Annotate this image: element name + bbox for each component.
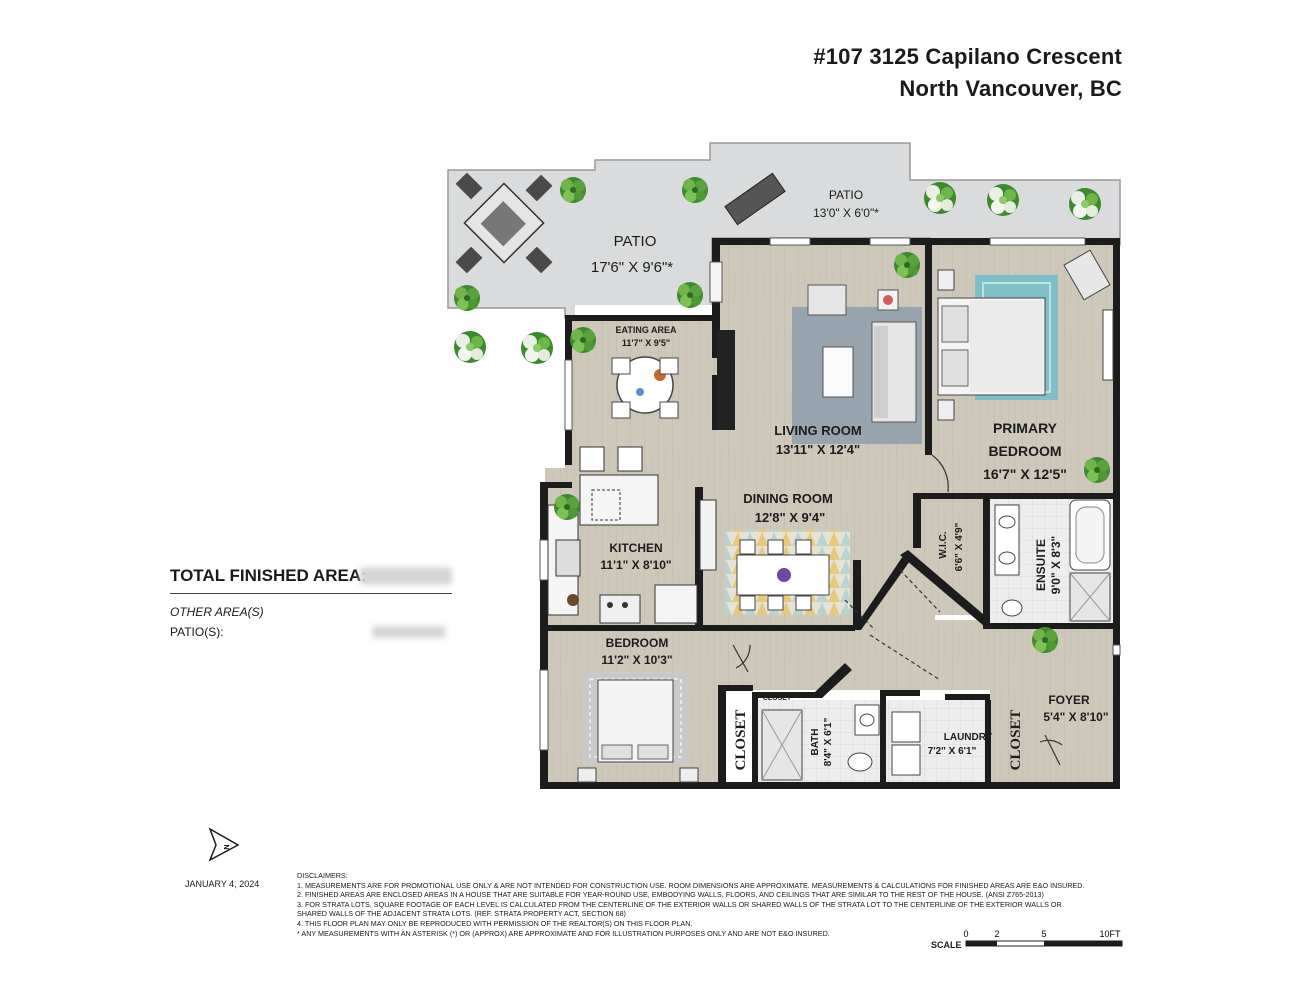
closet-foyer-label: CLOSET [1008,710,1024,771]
dining-table [736,539,830,611]
closet-small-label: CLOSET [763,695,792,702]
wic-label: W.I.C. [938,531,949,558]
scale-bar: 0 2 5 10FT [963,929,1123,947]
address-line-1: #107 3125 Capilano Crescent [813,44,1122,69]
scale-tick-5: 5 [1041,929,1046,939]
scale-tick-10: 10FT [1099,929,1121,939]
bath-dims: 8'4" X 6'1" [823,717,834,766]
scale-tick-0: 0 [963,929,968,939]
disclaimer-item: SHARED WALLS OF THE ADJACENT STRATA LOTS… [297,909,626,919]
living-room-label: LIVING ROOM [774,423,861,438]
disclaimers: DISCLAIMERS: 1. MEASUREMENTS ARE FOR PRO… [297,871,1127,938]
address-line-2: North Vancouver, BC [899,76,1122,101]
foyer-label: FOYER [1048,693,1090,707]
eating-area-dims: 11'7" X 9'5" [622,338,670,348]
kitchen-dims: 11'1" X 8'10" [600,558,671,572]
laundry-label: LAUNDRY [944,732,993,743]
eating-table [611,356,679,419]
ensuite-label: ENSUITE [1034,539,1048,591]
redacted-patio-area [372,626,446,638]
windows [539,237,1121,751]
north-label: N [222,844,229,849]
plumbing-fixtures [761,499,1111,781]
plan-date: JANUARY 4, 2024 [185,879,260,889]
eating-area-label: EATING AREA [615,325,677,335]
primary-bedroom-label-1: PRIMARY [993,420,1058,436]
redacted-total-area [360,567,452,585]
disclaimer-item: 3. FOR STRATA LOTS, SQUARE FOOTAGE OF EA… [297,899,1062,909]
door-swings [732,454,1063,766]
living-room-dims: 13'11" X 12'4" [776,442,860,457]
dining-room-label: DINING ROOM [743,491,833,506]
other-areas-label: OTHER AREA(S) [170,605,264,619]
disclaimer-item: * ANY MEASUREMENTS WITH AN ASTERISK (*) … [297,928,830,938]
patio-top-label: PATIO [829,188,863,202]
laundry-dims: 7'2" X 6'1" [928,746,977,757]
disclaimer-item: 1. MEASUREMENTS ARE FOR PROMOTIONAL USE … [297,880,1085,890]
disclaimer-item: 4. THIS FLOOR PLAN MAY ONLY BE REPRODUCE… [297,918,693,928]
area-divider [170,593,452,594]
primary-bed [937,249,1114,421]
bedroom-dims: 11'2" X 10'3" [601,653,672,667]
patio-left-label: PATIO [614,233,657,250]
ensuite-dims: 9'0" X 8'3" [1049,536,1063,594]
scale-label: SCALE [931,940,962,950]
living-furniture [709,261,917,430]
patio-top-dims: 13'0" X 6'0"* [813,206,879,220]
bedroom-label: BEDROOM [606,636,669,650]
north-arrow-icon: N [208,827,240,862]
wic-dims: 6'6" X 4'9" [954,522,965,571]
kitchen-label: KITCHEN [609,541,662,555]
scale-tick-2: 2 [994,929,999,939]
primary-bedroom-dims: 16'7" X 12'5" [983,466,1067,482]
dining-room-dims: 12'8" X 9'4" [755,510,826,525]
patio-left-dims: 17'6" X 9'6"* [591,259,673,276]
disclaimer-item: 2. FINISHED AREAS ARE ENCLOSED AREAS IN … [297,890,1044,900]
bath-label: BATH [810,728,821,755]
patios-label: PATIO(S): [170,625,224,639]
closet-bedroom-label: CLOSET [733,710,749,771]
primary-bedroom-label-2: BEDROOM [988,443,1061,459]
disclaimer-heading: DISCLAIMERS: [297,871,348,880]
total-finished-area-label: TOTAL FINISHED AREA: [170,566,367,585]
bedroom-bed [577,679,699,783]
foyer-dims: 5'4" X 8'10" [1043,710,1108,724]
patio-furniture [455,172,786,274]
